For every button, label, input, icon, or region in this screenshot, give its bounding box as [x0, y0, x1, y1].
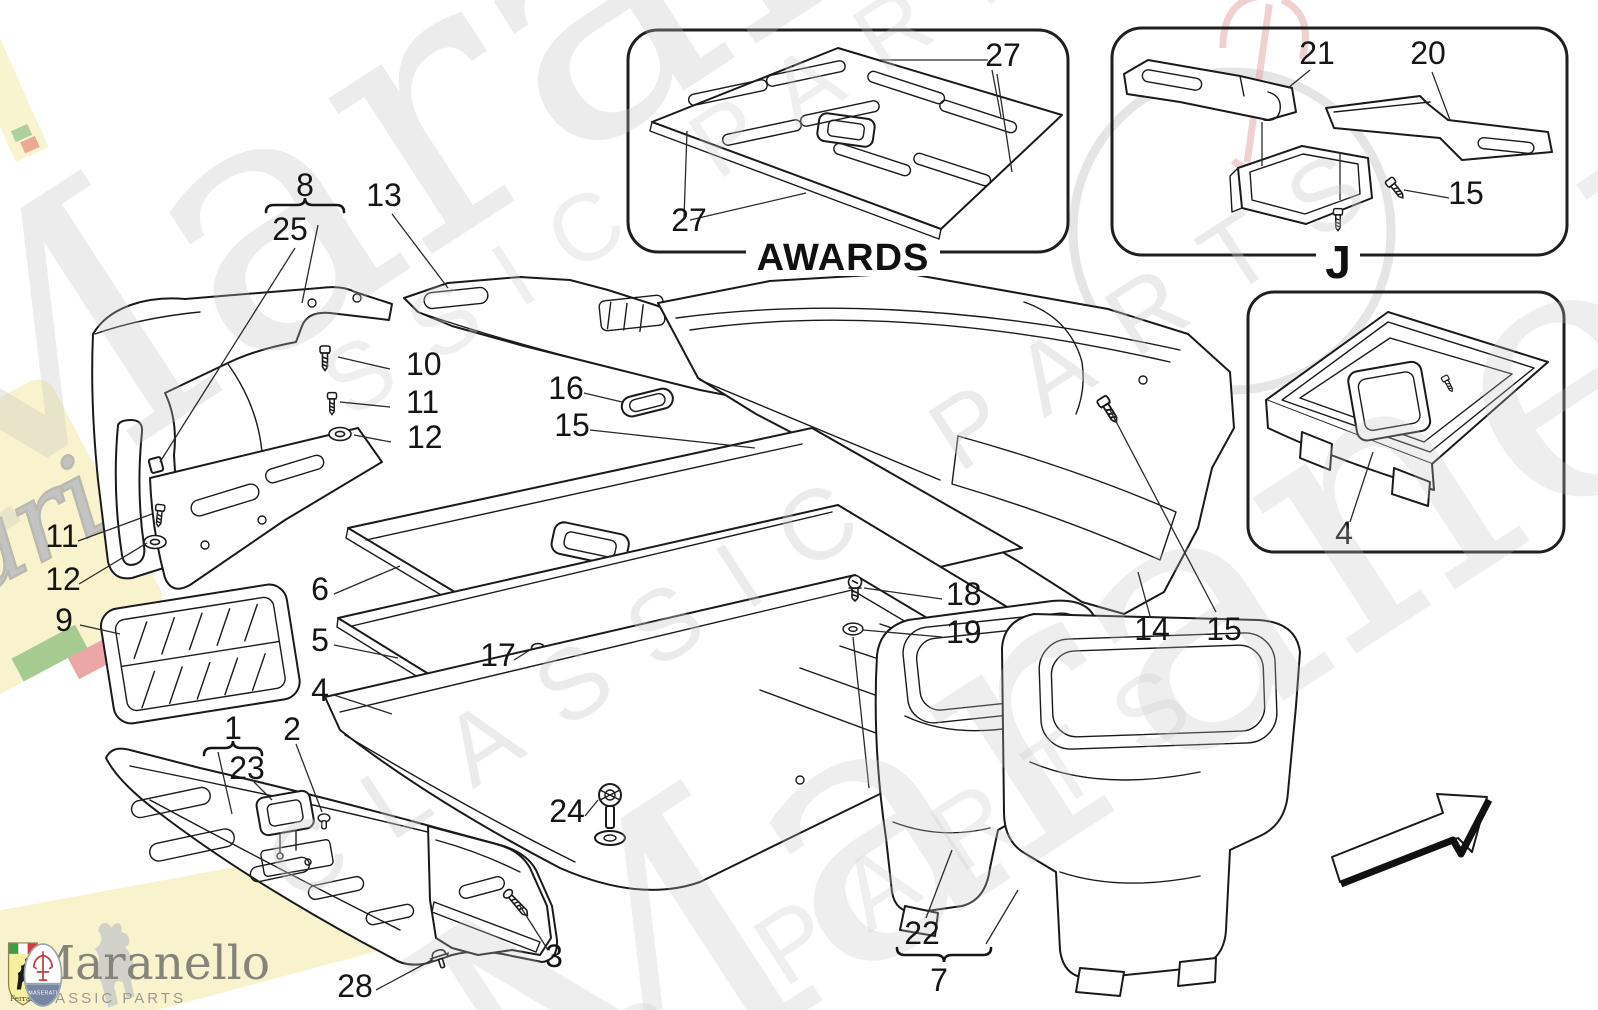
parts-layer [91, 272, 1493, 997]
callout-15-right: 15 [1206, 611, 1242, 647]
callout-27-bottom: 27 [671, 202, 707, 238]
maserati-label: MASERATI [28, 991, 57, 997]
callout-17: 17 [480, 637, 516, 673]
brace-8-25 [264, 197, 346, 214]
prancing-horse-watermark [94, 922, 135, 1008]
callout-13: 13 [366, 177, 402, 213]
ferrari-label: Ferrari [10, 994, 37, 1003]
callout-20: 20 [1410, 35, 1446, 71]
ferrari-shield-watermark-top [0, 28, 49, 162]
callout-15-center: 15 [554, 407, 590, 443]
callout-layer: 8 25 13 10 11 12 11 12 9 16 15 6 5 4 17 … [45, 167, 1242, 1004]
callout-24: 24 [549, 793, 585, 829]
callout-21: 21 [1299, 35, 1335, 71]
j-inset: J 21 20 15 [1110, 26, 1569, 288]
callout-2: 2 [283, 711, 301, 747]
callout-14: 14 [1134, 611, 1170, 647]
j-title: J [1325, 236, 1351, 288]
callout-16: 16 [548, 370, 584, 406]
j-part-21 [1123, 59, 1297, 121]
callout-27-top: 27 [985, 37, 1021, 73]
clip-16 [620, 387, 674, 418]
fastener-24 [594, 783, 626, 846]
callout-15-inset: 15 [1448, 175, 1484, 211]
brace-1-23 [202, 740, 264, 757]
direction-arrow [1331, 793, 1493, 888]
rear-bulkhead-panel [657, 272, 1235, 615]
callout-8: 8 [296, 167, 314, 203]
side-trim-shells [874, 599, 1301, 997]
callout-4-inset: 4 [1335, 515, 1353, 551]
callout-3: 3 [545, 938, 563, 974]
callout-11-upper: 11 [406, 384, 439, 420]
callout-6: 6 [311, 571, 329, 607]
callout-25: 25 [272, 211, 308, 247]
j-part-20 [1325, 95, 1553, 161]
callout-1: 1 [224, 710, 242, 746]
wheel-arch-trim [91, 286, 393, 590]
callout-9: 9 [55, 602, 73, 638]
awards-mat [649, 47, 1063, 240]
callout-23: 23 [229, 750, 265, 786]
callout-4: 4 [311, 672, 329, 708]
callout-7: 7 [930, 962, 948, 998]
j-scoop [1229, 145, 1373, 225]
brace-22-7 [895, 946, 993, 963]
maserati-logo: MASERATI [23, 943, 63, 1007]
tray-part-4 [1265, 311, 1549, 507]
leader-lines [77, 213, 1217, 991]
ferrari-shield-watermark-middle: rari [0, 379, 163, 726]
callout-19: 19 [946, 614, 982, 650]
vent-grille [99, 583, 301, 725]
callout-12-upper: 12 [407, 419, 443, 455]
callout-5: 5 [311, 622, 329, 658]
callout-12-lower: 12 [45, 561, 81, 597]
bezel-23 [255, 789, 315, 837]
callout-18: 18 [946, 576, 982, 612]
callout-22: 22 [904, 915, 940, 951]
brand-name: Maranello [27, 936, 271, 991]
callout-28: 28 [337, 968, 373, 1004]
inset-boxes: AWARDS 27 27 [626, 26, 1569, 554]
callout-10: 10 [406, 346, 442, 382]
awards-inset: AWARDS 27 27 [626, 28, 1070, 279]
awards-title: AWARDS [757, 237, 930, 279]
front-luggage-panel [105, 747, 559, 972]
trident-icon [32, 951, 54, 982]
tray-inset: 4 [1246, 290, 1566, 554]
callout-11-lower: 11 [45, 518, 78, 554]
maranello-classic-parts-logo: Ferrari Maranello CLASSIC PARTS MASERATI [7, 936, 271, 1007]
brand-tagline: CLASSIC PARTS [30, 990, 186, 1007]
